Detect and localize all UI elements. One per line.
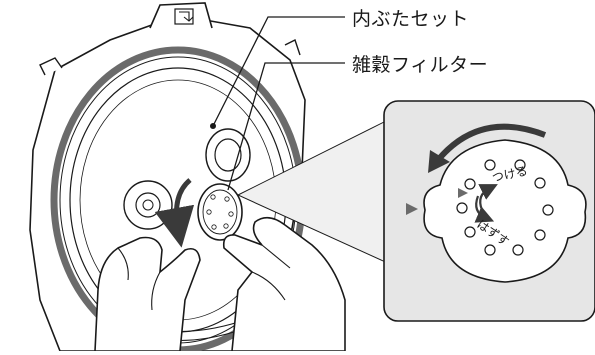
right-hand (222, 216, 346, 352)
steam-valve (205, 128, 251, 182)
remove-arrow (474, 195, 495, 223)
filter-holes (456, 159, 554, 256)
rotate-arrow (154, 178, 195, 248)
leader-filter (227, 62, 345, 191)
center-boss (123, 180, 173, 230)
callout-inner-lid-set: 内ぶたセット (352, 8, 470, 30)
turn-arrow (435, 123, 547, 162)
position-mark-outer (406, 203, 418, 215)
detail-panel: つける はずす (383, 100, 595, 322)
grain-filter (197, 183, 243, 241)
position-mark-inner (458, 188, 468, 198)
callout-grain-filter: 雑穀フィルター (352, 54, 489, 76)
leader-lid (212, 16, 345, 127)
left-hand (94, 236, 201, 352)
